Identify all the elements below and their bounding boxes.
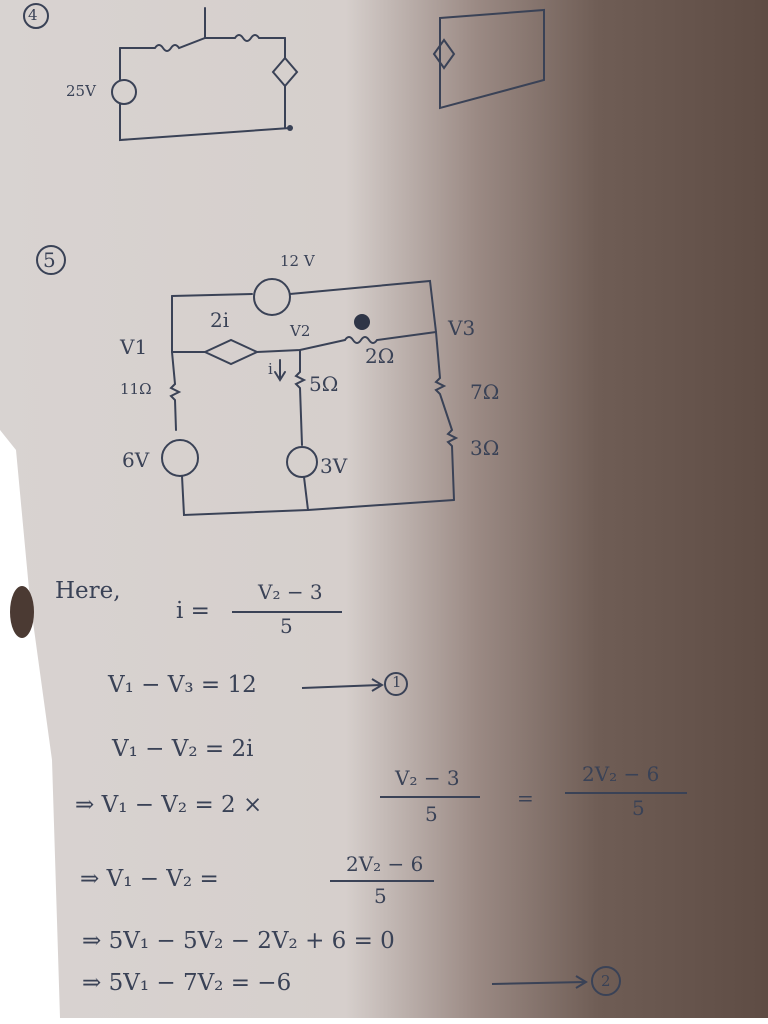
- label-node-v1: V1: [120, 335, 148, 359]
- circuit-diagram: [36, 245, 459, 517]
- i-definition: i =: [176, 598, 210, 624]
- equation-1: V₁ − V₃ = 12: [108, 672, 257, 698]
- finger-shadow: [10, 586, 34, 638]
- label-r-left: 11Ω: [120, 380, 152, 398]
- source-6v-symbol: [161, 439, 199, 477]
- equation-4-denominator: 5: [374, 884, 387, 908]
- i-denominator: 5: [280, 614, 293, 638]
- label-node-v3: V3: [448, 316, 476, 340]
- problem5-circle: [36, 245, 66, 275]
- i-numerator: V₂ − 3: [258, 580, 323, 604]
- label-node-v2: V2: [290, 322, 311, 340]
- eq6-arrow: [491, 966, 621, 996]
- label-r-mid: 5Ω: [309, 372, 339, 396]
- equation-1-tag: 1: [392, 673, 402, 691]
- eq1-arrow: [301, 672, 408, 696]
- dependent-source-top: [271, 56, 299, 88]
- equation-3-numerator: V₂ − 3: [395, 766, 460, 790]
- circuit-top-sketch: [23, 3, 545, 142]
- source-3v-symbol: [286, 446, 318, 478]
- dependent-source-2i: [202, 338, 260, 366]
- equation-3-denominator: 5: [425, 802, 438, 826]
- equation-3-fraction-bar-2: [565, 792, 687, 794]
- problem4-number: 4: [28, 6, 38, 24]
- label-12v: 12 V: [280, 252, 315, 270]
- equation-3-numerator-2: 2V₂ − 6: [582, 762, 660, 786]
- equation-3-denominator-2: 5: [632, 796, 645, 820]
- label-src-6v: 6V: [122, 448, 150, 472]
- source-12v-symbol: [253, 278, 291, 316]
- source25-label: 25V: [66, 82, 96, 100]
- equation-6-tag: 2: [601, 972, 611, 990]
- problem5-number: 5: [43, 248, 56, 272]
- label-2i: 2i: [210, 308, 230, 332]
- label-r-right2: 3Ω: [470, 436, 500, 460]
- equation-3-fraction-bar: [380, 796, 480, 798]
- equation-3-equals: =: [517, 786, 534, 810]
- equation-4-lhs: ⇒ V₁ − V₂ =: [80, 866, 219, 892]
- label-src-3v: 3V: [320, 454, 348, 478]
- label-r-right1: 7Ω: [470, 380, 500, 404]
- label-current-i: i: [268, 360, 273, 378]
- equation-3-lhs: ⇒ V₁ − V₂ = 2 ×: [75, 792, 263, 818]
- source25-circle: [111, 79, 137, 105]
- label-r-top: 2Ω: [365, 344, 395, 368]
- equation-5: ⇒ 5V₁ − 5V₂ − 2V₂ + 6 = 0: [82, 928, 395, 954]
- i-fraction-bar: [232, 611, 342, 613]
- problem4-circle: [23, 3, 49, 29]
- equation-6: ⇒ 5V₁ − 7V₂ = −6: [82, 970, 292, 996]
- here-label: Here,: [55, 578, 121, 604]
- equation-4-fraction-bar: [330, 880, 434, 882]
- equation-2: V₁ − V₂ = 2i: [112, 736, 254, 762]
- equation-4-numerator: 2V₂ − 6: [346, 852, 424, 876]
